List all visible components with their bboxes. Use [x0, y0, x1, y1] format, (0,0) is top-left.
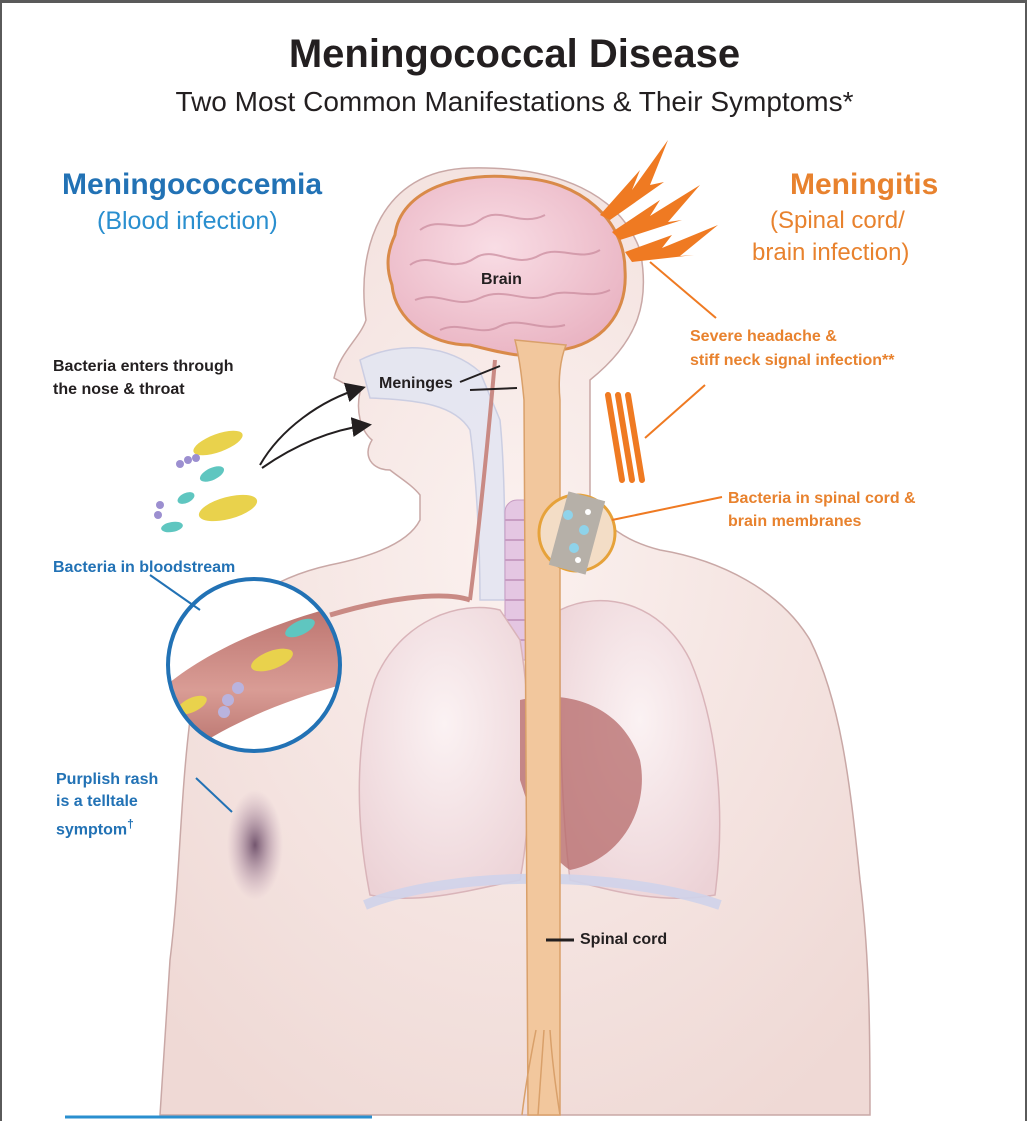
rash-label-line3: symptom†: [56, 813, 134, 841]
bacteria-cluster: [154, 426, 260, 534]
rash-label-symptom: symptom: [56, 821, 127, 838]
brain-label: Brain: [481, 269, 522, 291]
spinal-cord-label: Spinal cord: [580, 929, 667, 951]
rash-label-line2: is a telltale: [56, 791, 138, 813]
page-title: Meningococcal Disease: [0, 32, 1029, 77]
spinal-zoom-circle: [539, 491, 615, 574]
meninges-label: Meninges: [379, 373, 453, 395]
bacteria-enters-label-line1: Bacteria enters through: [53, 356, 233, 378]
stiff-neck-marks: [608, 395, 642, 480]
purplish-rash: [227, 790, 283, 900]
meningitis-subheading-line1: (Spinal cord/: [770, 207, 905, 235]
meningococcemia-heading: Meningococcemia: [62, 168, 322, 202]
headache-label-line2: stiff neck signal infection**: [690, 350, 894, 372]
rash-label-line1: Purplish rash: [56, 769, 158, 791]
bacteria-enters-label-line2: the nose & throat: [53, 379, 185, 401]
spinal-bacteria-label-line2: brain membranes: [728, 511, 861, 533]
meningitis-subheading-line2: brain infection): [752, 239, 909, 267]
brain-shape: [388, 176, 625, 355]
bloodstream-label: Bacteria in bloodstream: [53, 557, 235, 579]
meningococcemia-subheading: (Blood infection): [97, 207, 278, 236]
meningitis-heading: Meningitis: [790, 168, 938, 202]
page-subtitle: Two Most Common Manifestations & Their S…: [0, 86, 1029, 118]
dagger-footnote-mark: †: [127, 817, 134, 831]
spinal-bacteria-label-line1: Bacteria in spinal cord &: [728, 488, 916, 510]
headache-label-line1: Severe headache &: [690, 326, 837, 348]
